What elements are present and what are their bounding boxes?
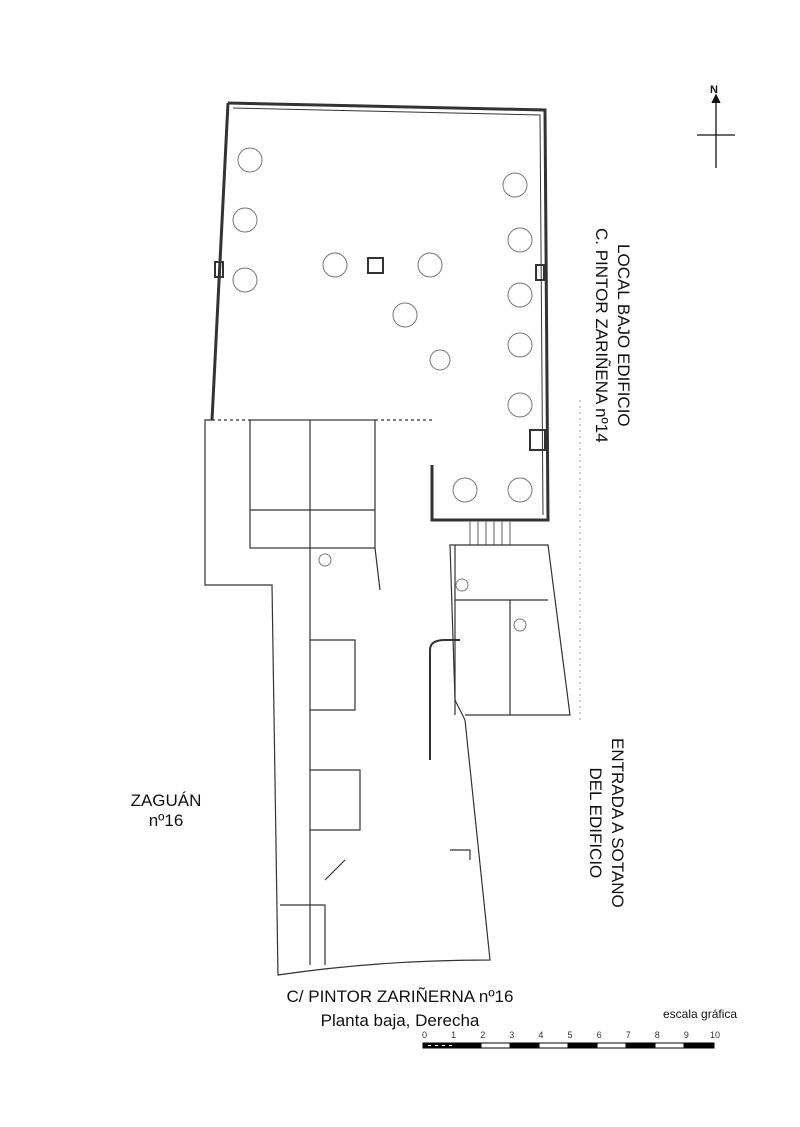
scale-tick-label: 10: [710, 1030, 721, 1040]
entrada-label: ENTRADA A SOTANO DEL EDIFICIO: [584, 738, 628, 908]
scale-tick-label: 7: [625, 1030, 631, 1040]
scale-title: escala gráfica: [663, 1007, 738, 1021]
tables: [232, 147, 533, 632]
scale-tick-label: 3: [509, 1030, 515, 1040]
local-line2: C. PINTOR ZARIÑENA nº14: [592, 228, 611, 443]
scale-tick-label: 0: [422, 1030, 428, 1040]
local-line1: LOCAL BAJO EDIFICIO: [614, 244, 633, 427]
lower-outline: [204, 419, 571, 976]
scale-tick-label: 9: [683, 1030, 689, 1040]
entrada-line1: ENTRADA A SOTANO: [608, 738, 627, 908]
zaguan-label: ZAGUÁN nº16: [126, 791, 206, 831]
scale-tick-label: 6: [596, 1030, 602, 1040]
scale-tick-label: 5: [567, 1030, 573, 1040]
main-hall-walls: [227, 101, 550, 522]
title-line1: C/ PINTOR ZARIÑERNA nº16: [286, 987, 514, 1006]
entrada-line2: DEL EDIFICIO: [586, 767, 605, 879]
zaguan-line1: ZAGUÁN: [130, 791, 202, 810]
north-arrow-icon: [697, 93, 735, 168]
scale-tick-label: 1: [451, 1030, 457, 1040]
scale-tick-label: 2: [480, 1030, 486, 1040]
zaguan-line2: nº16: [148, 811, 184, 830]
north-label: N: [710, 84, 718, 96]
scale-tick-label: 8: [654, 1030, 660, 1040]
plan-title: C/ PINTOR ZARIÑERNA nº16 Planta baja, De…: [270, 987, 530, 1031]
title-line2: Planta baja, Derecha: [320, 1011, 480, 1030]
scale-bar: [422, 1042, 715, 1049]
scale-tick-label: 4: [538, 1030, 544, 1040]
local-label: LOCAL BAJO EDIFICIO C. PINTOR ZARIÑENA n…: [590, 228, 634, 443]
